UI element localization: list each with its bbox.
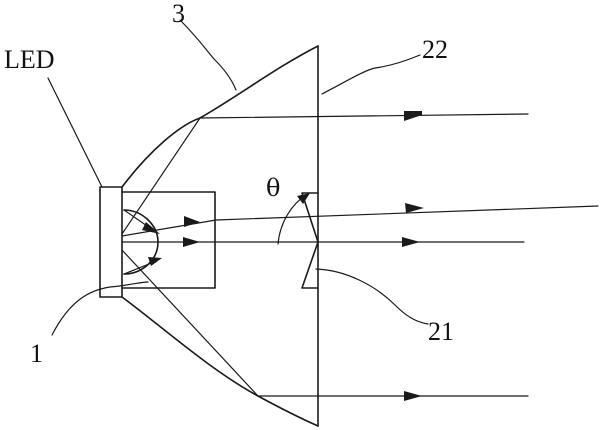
label-part-22: 22	[422, 35, 448, 64]
angle-arrowhead	[297, 193, 310, 204]
reflector-lower-edge	[121, 296, 319, 427]
arrowhead-upper	[404, 111, 422, 121]
ray-inner-diag-bottom	[123, 261, 155, 275]
arrowhead-inner-diag-bottom	[148, 257, 162, 266]
arrowhead-refracted	[405, 203, 424, 213]
label-angle: θ	[266, 174, 280, 202]
arrowhead-inner-refracted	[184, 216, 200, 227]
ray-to-lower-reflector	[121, 249, 259, 397]
label-part-3: 3	[172, 0, 185, 28]
led-chip	[99, 186, 123, 298]
ray-upper-output	[199, 113, 529, 119]
label-part-21: 21	[428, 317, 454, 346]
label-led: LED	[4, 45, 55, 74]
leader-led	[47, 77, 103, 188]
arrowhead-axis-outer	[402, 237, 420, 247]
leader-22	[321, 54, 421, 95]
inner-cavity	[121, 191, 216, 289]
ray-refracted-output	[215, 205, 599, 221]
v-notch	[301, 192, 319, 289]
arrowhead-inner-diag-top	[142, 222, 160, 234]
arrowhead-lower	[404, 391, 422, 401]
ray-through-dome	[121, 219, 217, 237]
label-part-1: 1	[30, 339, 43, 368]
leader-21	[315, 268, 429, 325]
ray-to-upper-reflector	[121, 117, 201, 235]
leader-1	[51, 281, 149, 336]
leader-3	[179, 19, 237, 91]
arrowhead-axis-inner	[183, 237, 200, 247]
